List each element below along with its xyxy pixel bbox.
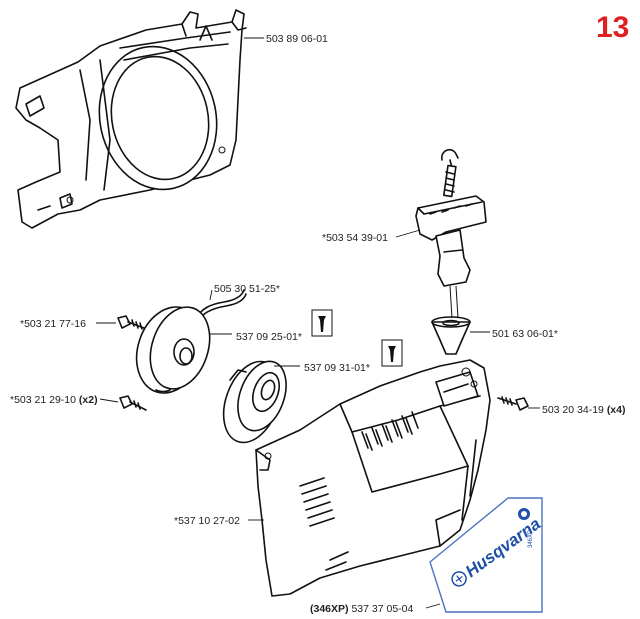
part-label-housing-bracket: 503 89 06-01 bbox=[266, 33, 328, 45]
part-label-starter-pulley: 537 09 25-01* bbox=[236, 331, 302, 343]
decal-small-text: 346XP bbox=[528, 530, 534, 548]
housing-bracket-drawing bbox=[15, 9, 247, 229]
part-label-starter-cover: *537 10 27-02 bbox=[174, 515, 240, 527]
part-label-screw-quad: 503 20 34-19 (x4) bbox=[542, 404, 626, 416]
part-label-decal: (346XP) 537 37 05-04 bbox=[310, 603, 414, 615]
recoil-spring-drawing bbox=[222, 360, 287, 444]
wrench-icon-1 bbox=[311, 309, 333, 337]
screw-left-drawing bbox=[117, 315, 145, 330]
part-label-starter-cord: 505 30 51-25* bbox=[214, 283, 280, 295]
starter-pulley-drawing bbox=[135, 306, 211, 394]
page-number: 13 bbox=[596, 11, 629, 44]
starter-cover-drawing bbox=[255, 359, 491, 597]
rope-guide-drawing bbox=[431, 316, 471, 355]
part-label-recoil-spring: 537 09 31-01* bbox=[304, 362, 370, 374]
decal-drawing: Husqvarna 346XP bbox=[429, 497, 544, 613]
wrench-icon-2 bbox=[381, 339, 403, 367]
part-label-rope-guide: 501 63 06-01* bbox=[492, 328, 558, 340]
part-label-screw-pair: *503 21 29-10 (x2) bbox=[10, 394, 98, 406]
starter-handle-drawing bbox=[415, 148, 487, 319]
part-label-starter-handle: *503 54 39-01 bbox=[322, 232, 388, 244]
screw-pair-drawing bbox=[119, 395, 147, 411]
screw-quad-drawing bbox=[497, 396, 529, 411]
part-label-screw-left: *503 21 77-16 bbox=[20, 318, 86, 330]
